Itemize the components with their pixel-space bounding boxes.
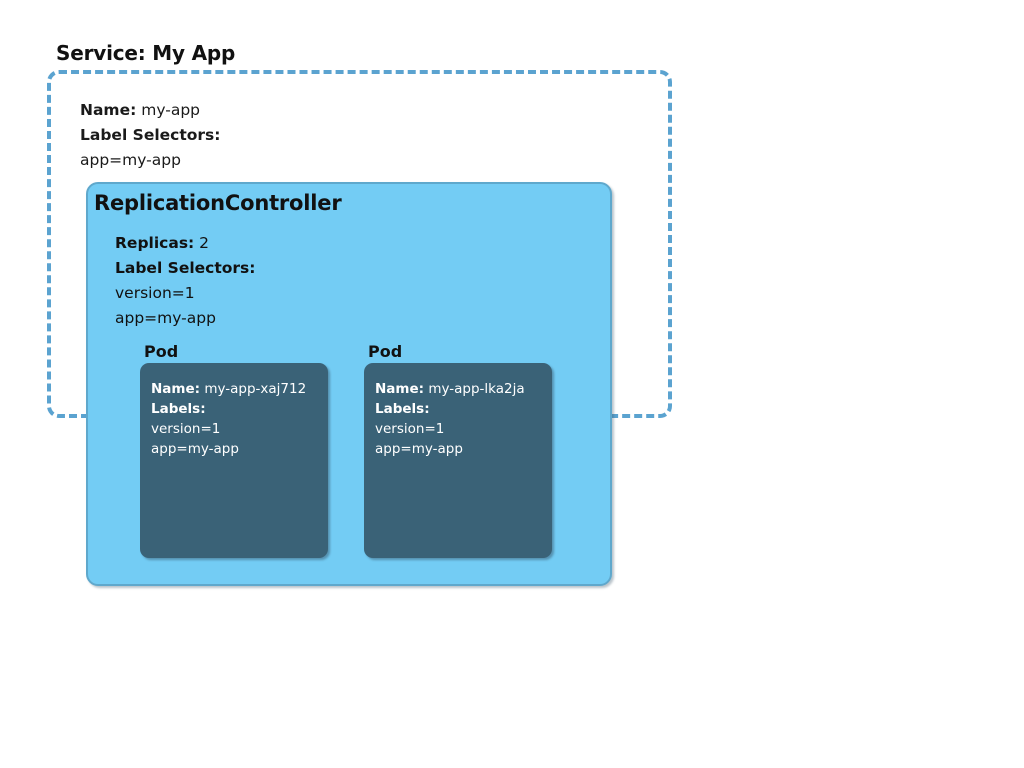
pod-name-row: Name: my-app-xaj712 (151, 379, 306, 399)
pod-labels-label: Labels: (151, 401, 206, 417)
rc-selector-version: version=1 (115, 284, 195, 302)
pod-details: Name: my-app-lka2ja Labels: version=1 ap… (375, 379, 525, 459)
pod-container: Name: my-app-lka2ja Labels: version=1 ap… (364, 363, 552, 558)
replication-controller-title: ReplicationController (94, 191, 342, 215)
service-name-row: Name: my-app (80, 98, 220, 123)
rc-replicas-value: 2 (194, 234, 210, 252)
rc-replicas-label: Replicas: (115, 234, 195, 252)
service-selector-app: app=my-app (80, 151, 181, 169)
pod-label-app: app=my-app (151, 441, 239, 457)
pod-name-label: Name: (151, 381, 201, 397)
service-title: Service: My App (56, 41, 236, 65)
pod-label-version: version=1 (151, 421, 221, 437)
service-name-value: my-app (136, 101, 200, 119)
service-details: Name: my-app Label Selectors: app=my-app (80, 98, 220, 173)
pod-name-value: my-app-lka2ja (424, 381, 525, 397)
replication-controller-details: Replicas: 2 Label Selectors: version=1 a… (115, 231, 255, 331)
pod-heading: Pod (368, 342, 403, 361)
pod-name-value: my-app-xaj712 (200, 381, 307, 397)
pod-details: Name: my-app-xaj712 Labels: version=1 ap… (151, 379, 306, 459)
service-selectors-label: Label Selectors: (80, 126, 221, 144)
rc-selectors-label: Label Selectors: (115, 259, 256, 277)
pod-label-app: app=my-app (375, 441, 463, 457)
pod-labels-label: Labels: (375, 401, 430, 417)
pod-name-row: Name: my-app-lka2ja (375, 379, 525, 399)
rc-selector-app: app=my-app (115, 309, 216, 327)
pod-label-version: version=1 (375, 421, 445, 437)
pod-heading: Pod (144, 342, 179, 361)
pod-name-label: Name: (375, 381, 425, 397)
service-name-label: Name: (80, 101, 137, 119)
rc-replicas-row: Replicas: 2 (115, 231, 255, 256)
pod-container: Name: my-app-xaj712 Labels: version=1 ap… (140, 363, 328, 558)
